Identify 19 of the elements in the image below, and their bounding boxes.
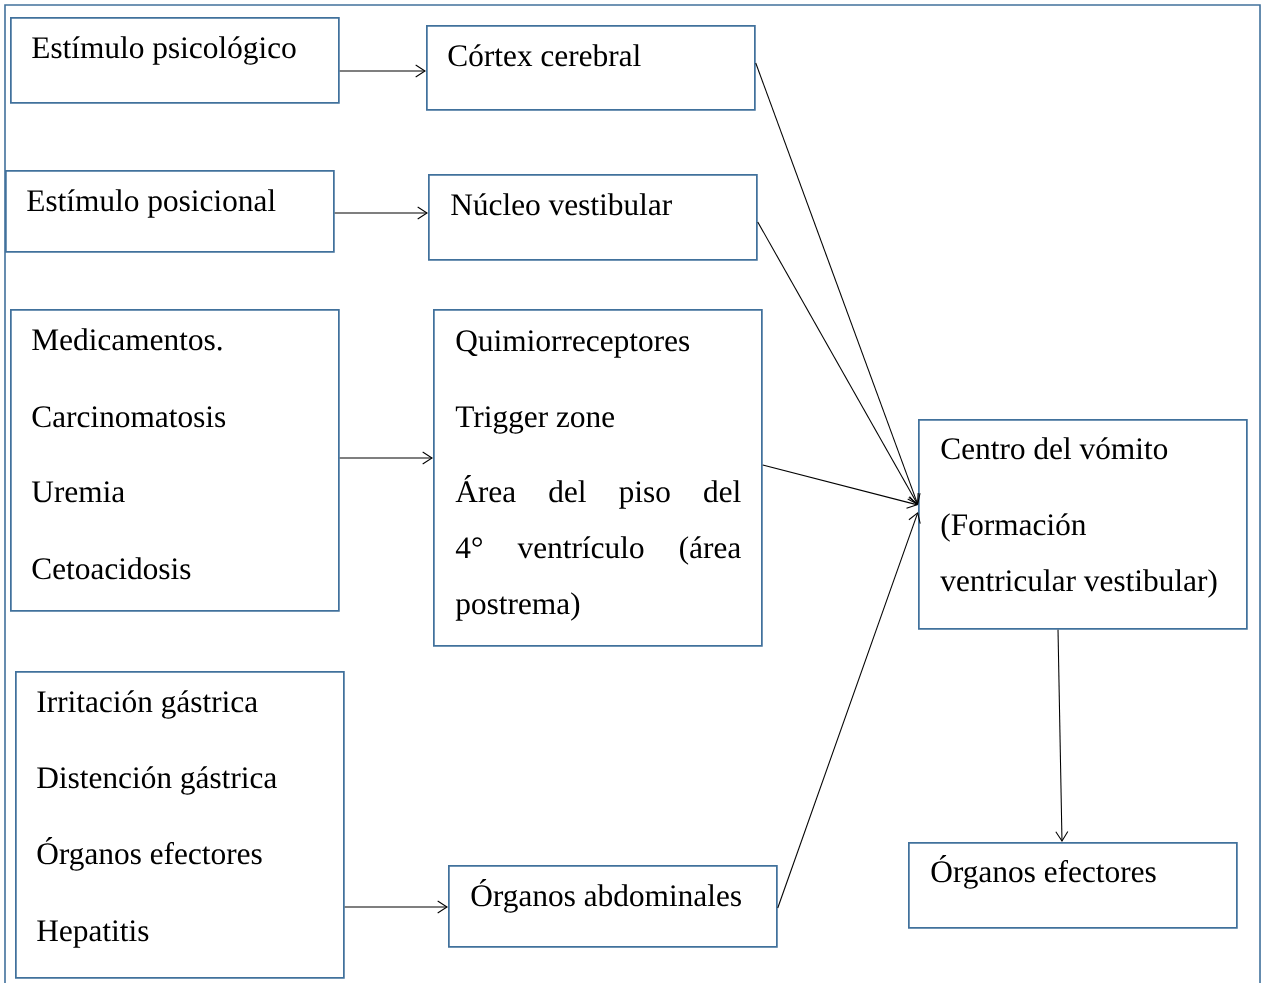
arrow: [755, 62, 921, 505]
arrow: [339, 64, 426, 78]
text-box: Medicamentos. Carcinomatosis Uremia Cetoacidosis: [10, 309, 340, 612]
text-box: Quimiorreceptores Trigger zone Área del piso del 4° ventrículo (área postrema): [433, 309, 763, 647]
arrow: [777, 512, 921, 909]
text-box: Córtex cerebral: [426, 25, 756, 111]
text-box: Núcleo vestibular: [428, 174, 758, 261]
text-box: Estímulo posicional: [5, 170, 335, 253]
arrow: [334, 206, 428, 220]
text-box: Órganos abdominales: [448, 865, 778, 948]
text-box: Órganos efectores: [908, 842, 1238, 929]
arrow: [762, 464, 918, 509]
text-box: Estímulo psicológico: [10, 17, 340, 104]
arrow: [757, 221, 919, 505]
text-box: Irritación gástrica Distención gástrica Órganos efectores Hepatitis: [15, 671, 345, 979]
text-box: Centro del vómito (Formación ventricular vestibular): [918, 419, 1248, 630]
arrow: [344, 900, 448, 914]
arrow: [1055, 629, 1069, 842]
arrow: [339, 451, 433, 465]
